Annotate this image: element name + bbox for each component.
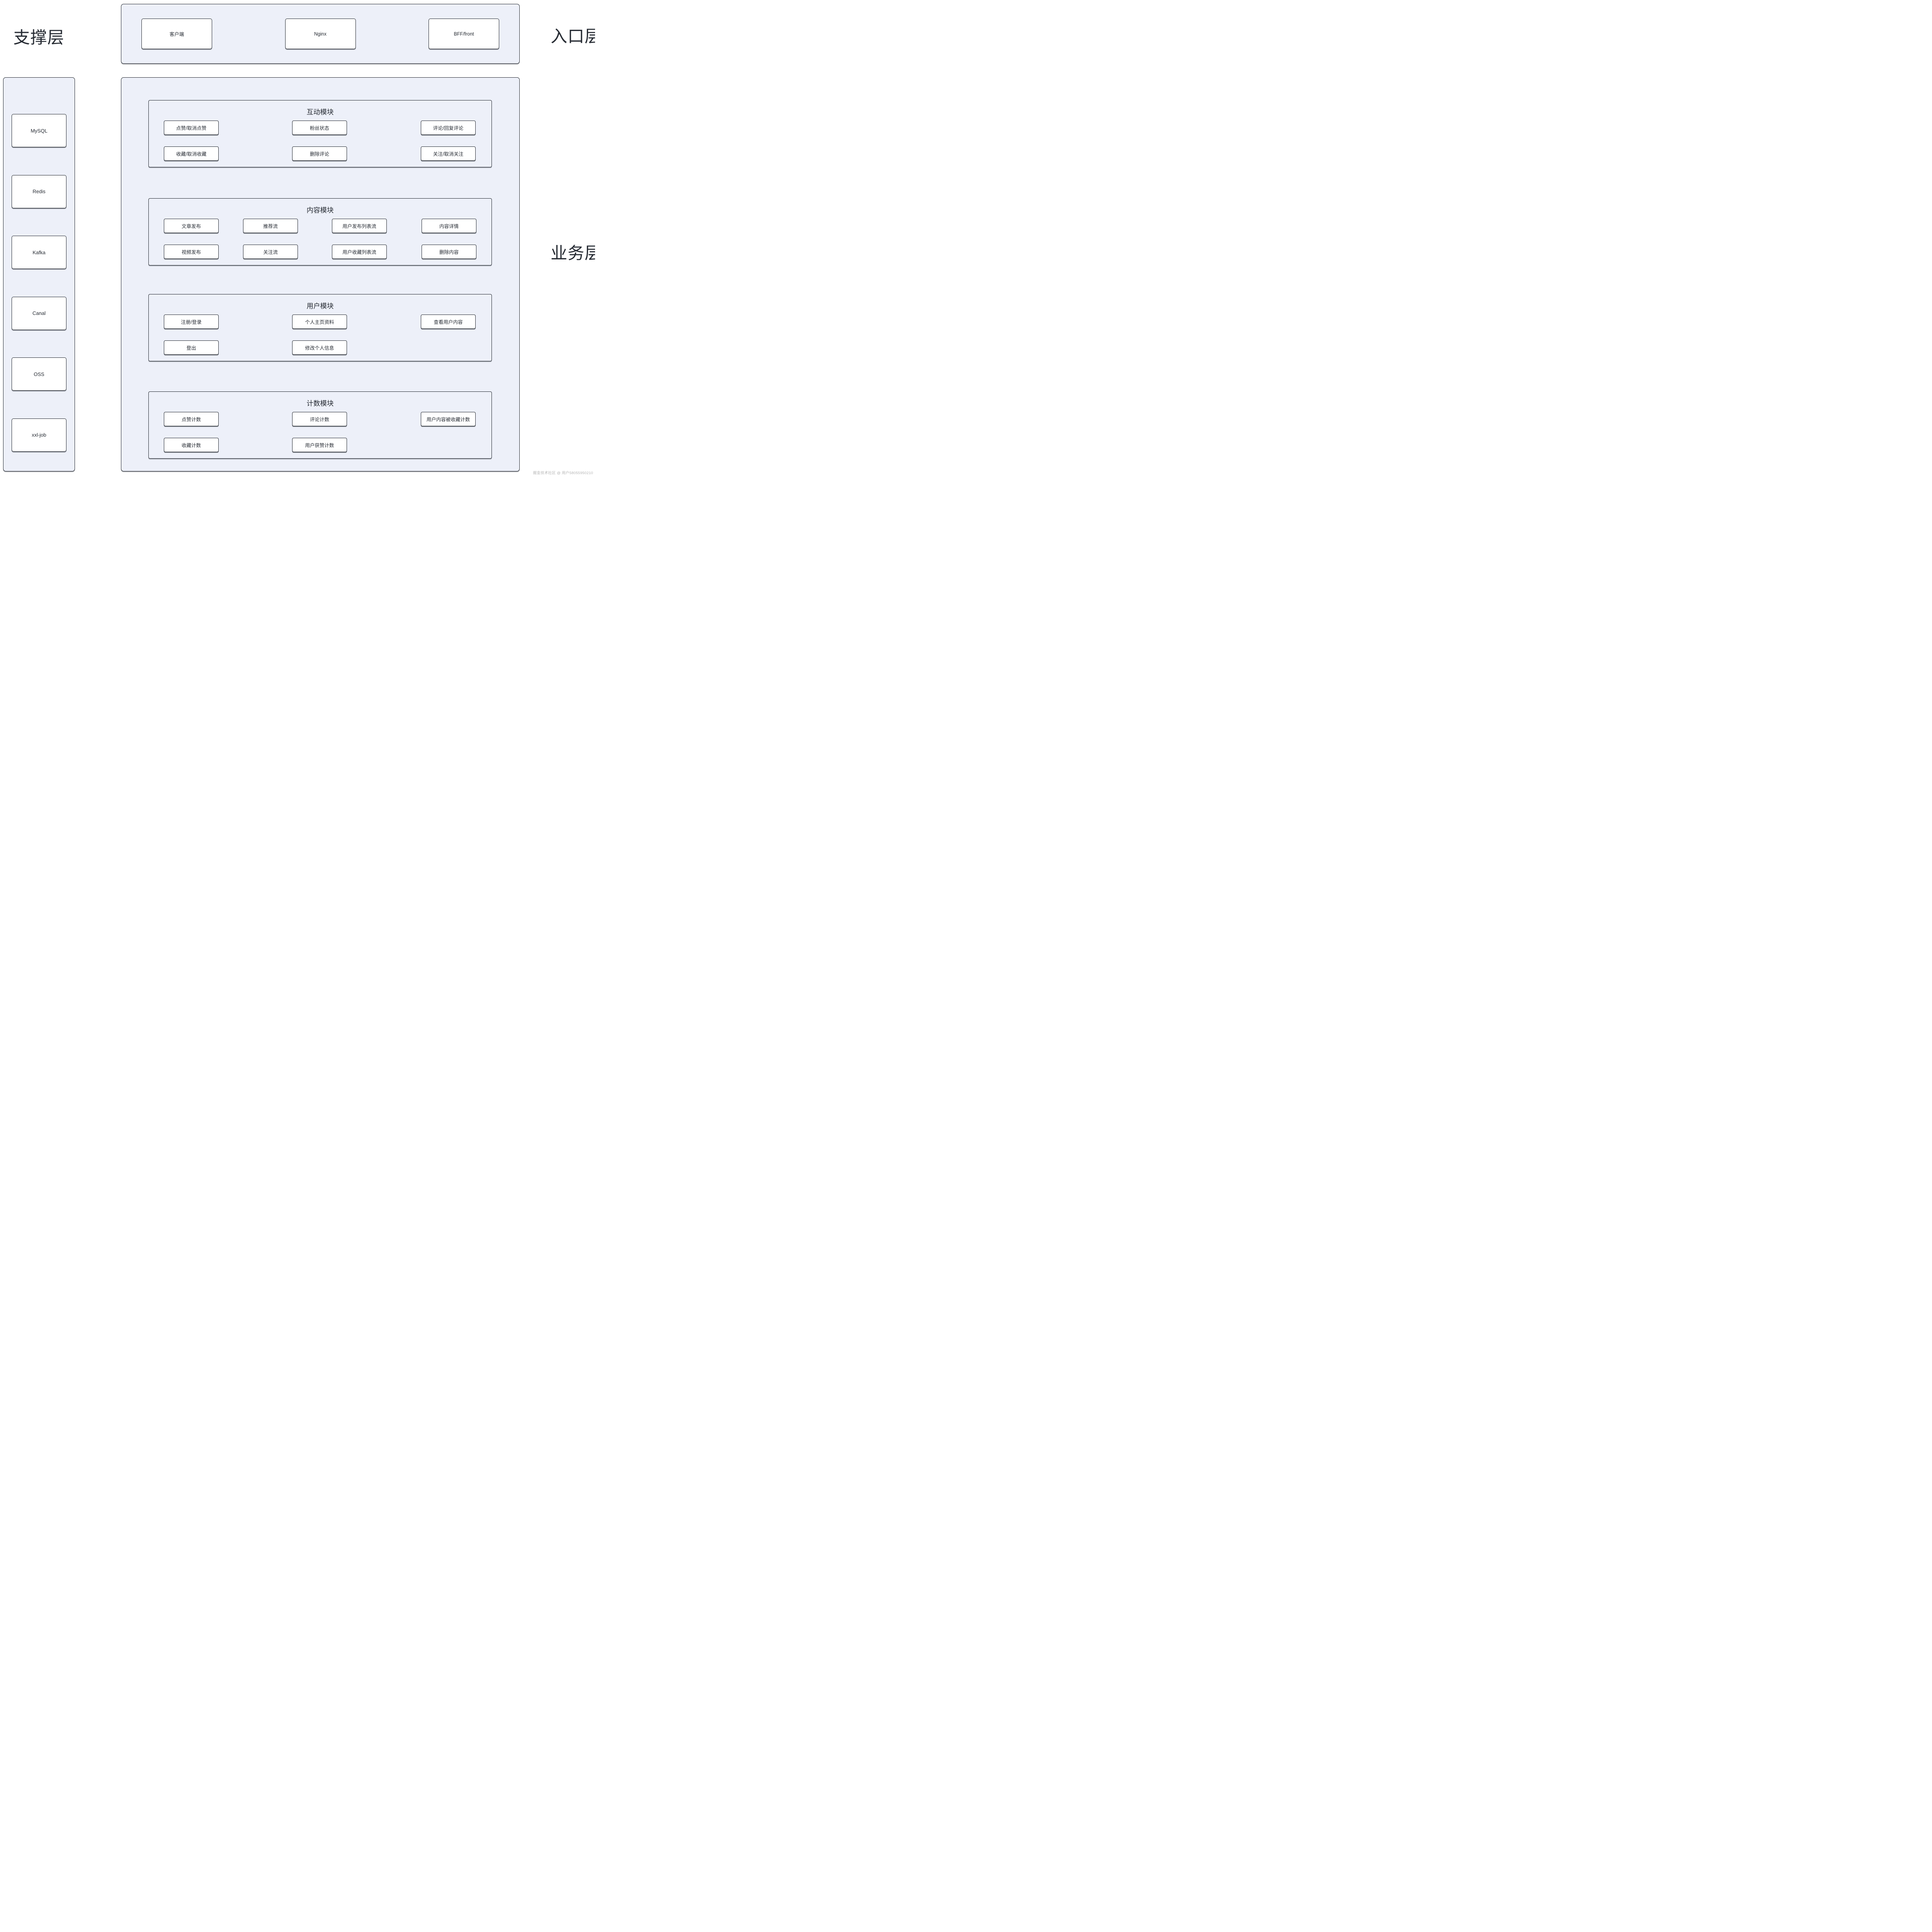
module-item: 注册/登录 xyxy=(164,315,219,329)
support-node: xxl-job xyxy=(12,418,66,452)
module-title: 互动模块 xyxy=(306,108,334,116)
module-box: 互动模块点赞/取消点赞 粉丝状态 评论/回复评论收藏/取消收藏 删除评论 关注/取消关注 xyxy=(148,100,492,167)
module-item: 粉丝状态 xyxy=(292,121,347,135)
module-item: 用户发布列表流 xyxy=(332,219,387,233)
support-node: Canal xyxy=(12,296,66,330)
business-layer-panel: 互动模块点赞/取消点赞 粉丝状态 评论/回复评论收藏/取消收藏 删除评论 关注/取消关注… xyxy=(121,77,520,471)
entry-node: 客户端 xyxy=(141,19,212,49)
module-item: 个人主页资料 xyxy=(292,315,347,329)
module-item: 视频发布 xyxy=(164,245,219,259)
support-node: OSS xyxy=(12,357,66,391)
business-layer-label: 业务层 xyxy=(551,244,595,263)
module-item: 推荐流 xyxy=(243,219,298,233)
support-node: Redis xyxy=(12,175,66,208)
module-item: 用户内容被收藏计数 xyxy=(421,412,476,426)
module-title: 内容模块 xyxy=(306,206,334,214)
module-item: 删除内容 xyxy=(422,245,476,259)
module-title: 计数模块 xyxy=(306,400,334,407)
module-item: 删除评论 xyxy=(292,146,347,161)
architecture-diagram: 支撑层 入口层 业务层 客户端 Nginx BFF/front MySQL Redis… xyxy=(0,0,595,476)
module-item: 评论/回复评论 xyxy=(421,121,476,135)
watermark: 掘金技术社区 @ 用户58055950210 xyxy=(533,471,593,475)
entry-layer-panel: 客户端 Nginx BFF/front xyxy=(121,4,520,64)
module-item: 收藏计数 xyxy=(164,438,219,452)
module-item: 登出 xyxy=(164,340,219,355)
module-item: 点赞/取消点赞 xyxy=(164,121,219,135)
entry-layer-label: 入口层 xyxy=(551,27,595,46)
module-item: 关注/取消关注 xyxy=(421,146,476,161)
module-box: 用户模块注册/登录 个人主页资料 查看用户内容登出 修改个人信息 xyxy=(148,294,492,361)
module-item: 修改个人信息 xyxy=(292,340,347,355)
entry-node: Nginx xyxy=(285,19,356,49)
module-title: 用户模块 xyxy=(306,302,334,310)
module-box: 计数模块点赞计数 评论计数 用户内容被收藏计数收藏计数 用户获赞计数 xyxy=(148,391,492,459)
module-box: 内容模块文章发布 推荐流 用户发布列表流 内容详情视频发布 关注流 用户收藏列表流 删除内容 xyxy=(148,198,492,265)
module-item: 评论计数 xyxy=(292,412,347,426)
module-item: 关注流 xyxy=(243,245,298,259)
module-item: 点赞计数 xyxy=(164,412,219,426)
support-node: Kafka xyxy=(12,236,66,269)
module-item: 用户收藏列表流 xyxy=(332,245,387,259)
entry-node: BFF/front xyxy=(429,19,499,49)
support-node: MySQL xyxy=(12,114,66,147)
module-item: 查看用户内容 xyxy=(421,315,476,329)
module-item: 文章发布 xyxy=(164,219,219,233)
module-item: 收藏/取消收藏 xyxy=(164,146,219,161)
support-layer-label: 支撑层 xyxy=(13,29,65,47)
module-item: 用户获赞计数 xyxy=(292,438,347,452)
module-item: 内容详情 xyxy=(422,219,476,233)
